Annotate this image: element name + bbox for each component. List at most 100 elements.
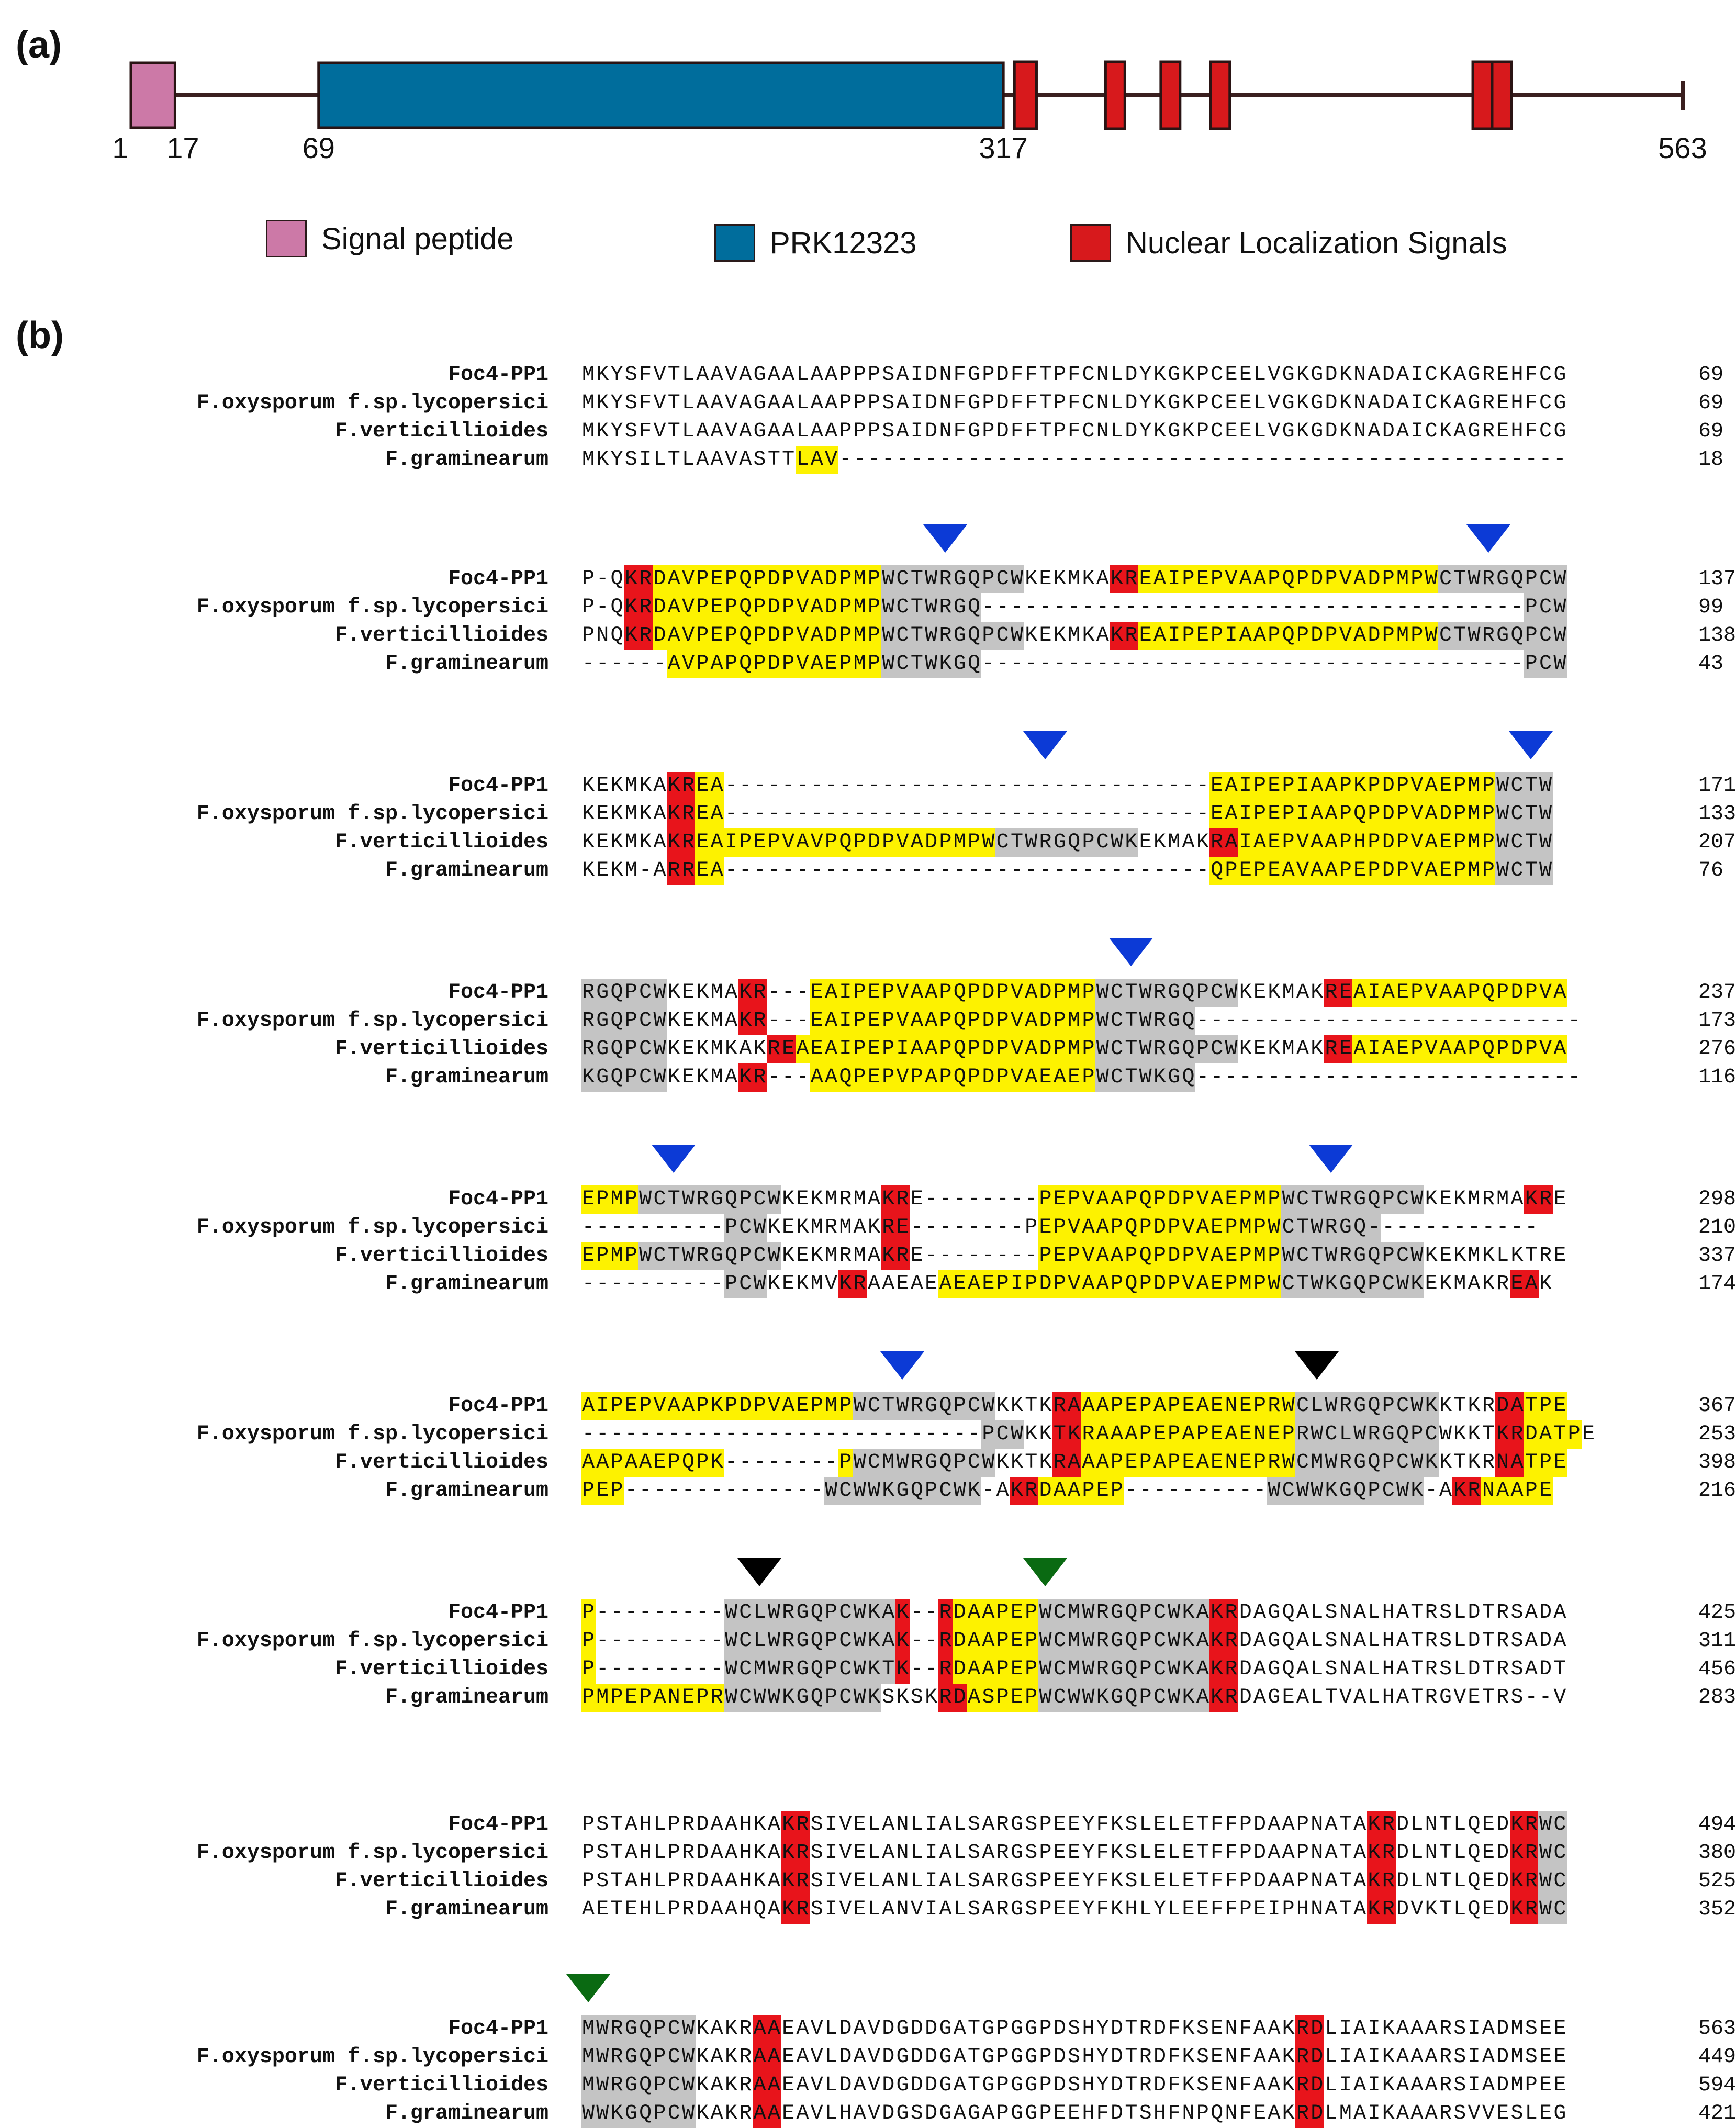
residue: A: [825, 420, 838, 443]
residue: D: [882, 2045, 895, 2069]
residue: -: [1396, 448, 1409, 472]
residue: L: [1111, 391, 1124, 415]
residue: C: [1552, 1839, 1567, 1867]
residue: Q: [1367, 1242, 1382, 1270]
residue: -: [1453, 652, 1466, 676]
residue: A: [1281, 857, 1296, 885]
residue: D: [1239, 1686, 1252, 1709]
residue: W: [1538, 1811, 1553, 1839]
residue: V: [839, 1841, 852, 1865]
residue: Y: [1139, 391, 1152, 415]
residue: A: [1268, 2074, 1281, 2097]
residue: K: [724, 1037, 737, 1061]
residue: -: [796, 859, 809, 882]
residue: P: [1367, 1477, 1382, 1505]
residue: M: [810, 1216, 823, 1239]
residue: Q: [967, 622, 981, 650]
residue: W: [681, 1242, 696, 1270]
residue: D: [1309, 2100, 1325, 2128]
residue: E: [709, 622, 724, 650]
residue: R: [1439, 2074, 1452, 2097]
residue: D: [839, 2074, 852, 2097]
residue: D: [1239, 1601, 1252, 1625]
residue: P: [1381, 622, 1396, 650]
residue: -: [1225, 652, 1238, 676]
residue: C: [1281, 1214, 1296, 1242]
residue: W: [1324, 1242, 1339, 1270]
residue: G: [795, 1599, 810, 1627]
residue: E: [1553, 2074, 1566, 2097]
residue: E: [1239, 391, 1252, 415]
residue: H: [1510, 420, 1524, 443]
residue: P: [581, 1627, 596, 1655]
residue: G: [795, 1627, 810, 1655]
residue: -: [1311, 652, 1324, 676]
residue: E: [796, 1188, 809, 1211]
residue: E: [1582, 1423, 1595, 1446]
residue: R: [739, 2102, 752, 2125]
residue: K: [1367, 1839, 1382, 1867]
residue: A: [1024, 1063, 1039, 1092]
residue: L: [1368, 1686, 1381, 1709]
residue: R: [1267, 1449, 1282, 1477]
residue: -: [853, 802, 866, 826]
residue: F: [1010, 420, 1023, 443]
residue: A: [896, 363, 909, 387]
residue: F: [1225, 1813, 1238, 1836]
residue: W: [1110, 828, 1124, 857]
residue: -: [1510, 1216, 1524, 1239]
residue: T: [1439, 1869, 1452, 1893]
residue: -: [839, 1423, 852, 1446]
residue: A: [1425, 2102, 1438, 2125]
residue: C: [1425, 363, 1438, 387]
residue: A: [810, 420, 823, 443]
residue: P: [838, 650, 853, 678]
residue-count: 367: [1698, 1394, 1736, 1418]
residue: R: [1081, 1420, 1096, 1449]
residue: W: [895, 1449, 910, 1477]
residue: P: [1481, 857, 1496, 885]
residue: A: [909, 979, 924, 1007]
residue: -: [839, 448, 852, 472]
residue: Q: [724, 1185, 738, 1214]
residue-count: 253: [1698, 1423, 1736, 1446]
residue: H: [1153, 2102, 1166, 2125]
residue: K: [1239, 1037, 1252, 1061]
residue: D: [981, 1035, 996, 1063]
residue: N: [666, 1684, 681, 1712]
residue: W: [852, 1449, 867, 1477]
residue: E: [1053, 1898, 1066, 1921]
residue: G: [982, 2017, 995, 2041]
residue: -: [925, 1629, 938, 1653]
residue: I: [1339, 2074, 1352, 2097]
residue: -: [839, 774, 852, 798]
residue: K: [667, 1066, 680, 1089]
residue: -: [996, 448, 1009, 472]
residue: D: [766, 565, 781, 593]
residue: G: [595, 979, 610, 1007]
residue: -: [1296, 652, 1309, 676]
residue: P: [1110, 1449, 1124, 1477]
residue: M: [1067, 1035, 1082, 1063]
residue: G: [924, 1392, 939, 1420]
residue: C: [1211, 420, 1224, 443]
residue: E: [853, 1869, 866, 1893]
residue: I: [1410, 363, 1424, 387]
residue: M: [1067, 1655, 1082, 1684]
residue: A: [810, 391, 823, 415]
residue: -: [667, 1601, 680, 1625]
residue: -: [1025, 859, 1038, 882]
residue: D: [1367, 565, 1382, 593]
residue: -: [810, 802, 823, 826]
residue: A: [1253, 2045, 1267, 2069]
residue: -: [1296, 1066, 1309, 1089]
residue: A: [1509, 1392, 1525, 1420]
residue: D: [1309, 2071, 1325, 2100]
residue: L: [1453, 1841, 1466, 1865]
residue: P: [1039, 1841, 1052, 1865]
residue-count: 43: [1698, 652, 1724, 676]
residue: C: [738, 1627, 753, 1655]
residue: R: [681, 772, 696, 800]
residue: A: [1482, 2045, 1495, 2069]
residue: I: [1410, 391, 1424, 415]
